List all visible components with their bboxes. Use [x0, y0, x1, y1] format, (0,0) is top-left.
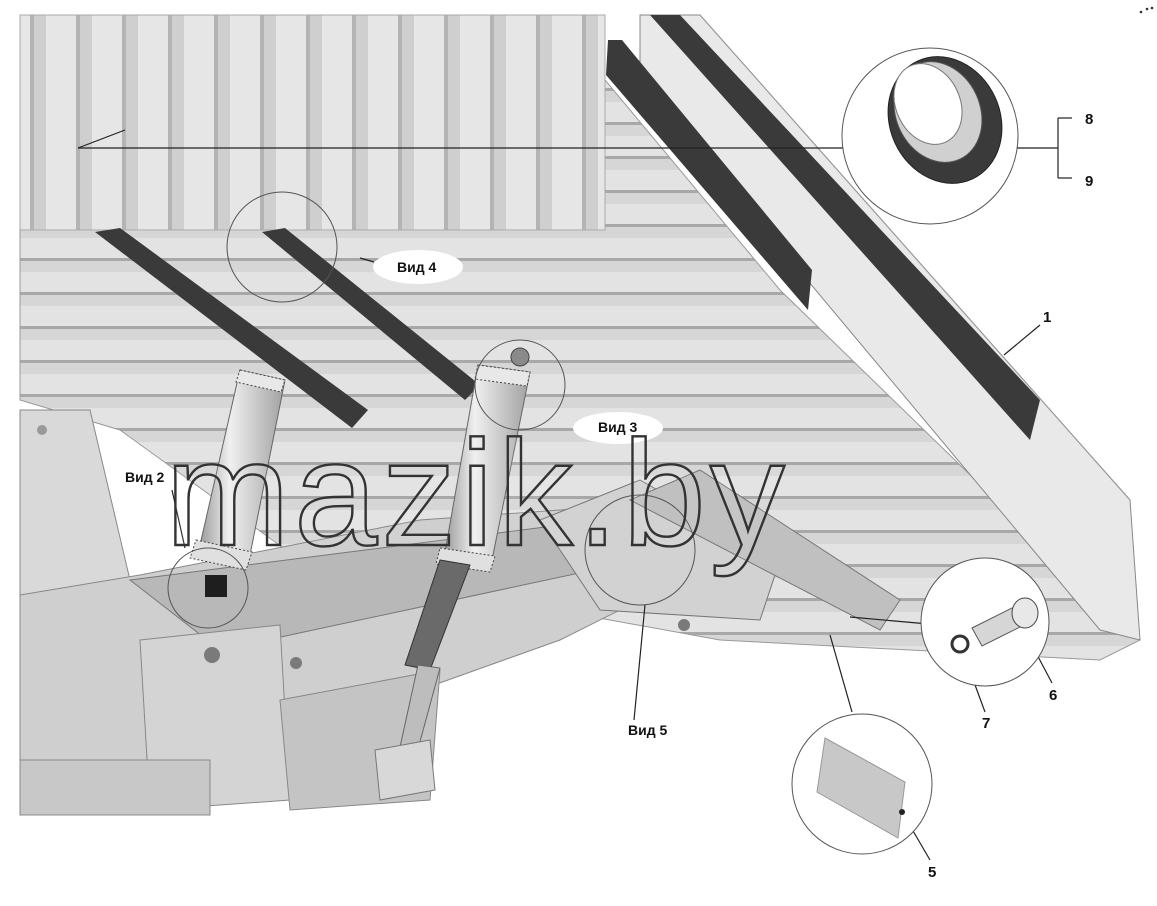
view5-circle — [584, 494, 696, 606]
dump-body — [19, 14, 1141, 661]
view-label-2: Вид 2 — [125, 469, 164, 485]
leader-lines — [77, 117, 1072, 861]
callout-1: 1 — [1043, 309, 1051, 326]
watermark: mazik.by — [165, 409, 789, 577]
callout-8: 8 — [1085, 111, 1093, 128]
washer — [950, 634, 970, 654]
bolt-head — [1011, 597, 1039, 629]
ring-detail — [841, 47, 1019, 225]
view-label-3: Вид 3 — [598, 419, 637, 435]
label-ovals — [373, 250, 663, 444]
view4-circle — [226, 191, 338, 303]
bolt-detail — [920, 557, 1050, 687]
view-label-5: Вид 5 — [628, 722, 667, 738]
plate — [816, 737, 906, 839]
seal-strips — [95, 15, 1040, 440]
tipping-arm — [539, 469, 901, 631]
view-label-4: Вид 4 — [397, 259, 436, 275]
callout-7: 7 — [982, 715, 990, 732]
hydraulic-cylinder-left — [189, 369, 286, 597]
view2-circle — [167, 547, 249, 629]
corner-mark — [1139, 6, 1154, 14]
callout-6: 6 — [1049, 687, 1057, 704]
view3-circle — [474, 339, 566, 431]
chassis-frame — [19, 409, 721, 816]
plate-detail — [791, 713, 933, 855]
detail-circles — [167, 191, 696, 629]
callout-9: 9 — [1085, 173, 1093, 190]
callout-5: 5 — [928, 864, 936, 881]
